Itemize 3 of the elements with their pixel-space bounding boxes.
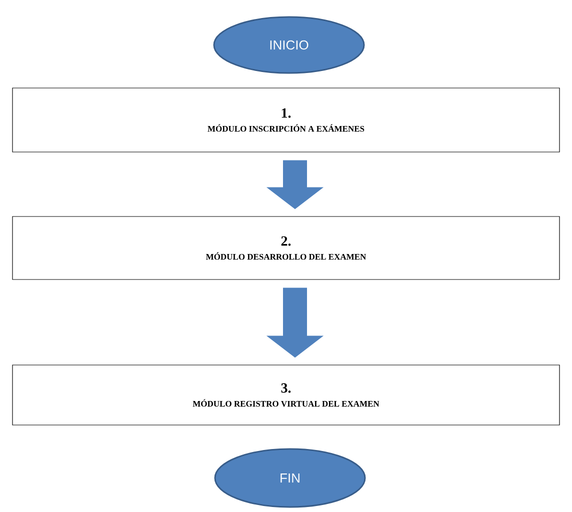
module-box: 3. MÓDULO REGISTRO VIRTUAL DEL EXAMEN: [12, 364, 560, 426]
module-box: 2. MÓDULO DESARROLLO DEL EXAMEN: [12, 216, 560, 280]
module-box: 1. MÓDULO INSCRIPCIÓN A EXÁMENES: [12, 88, 560, 152]
